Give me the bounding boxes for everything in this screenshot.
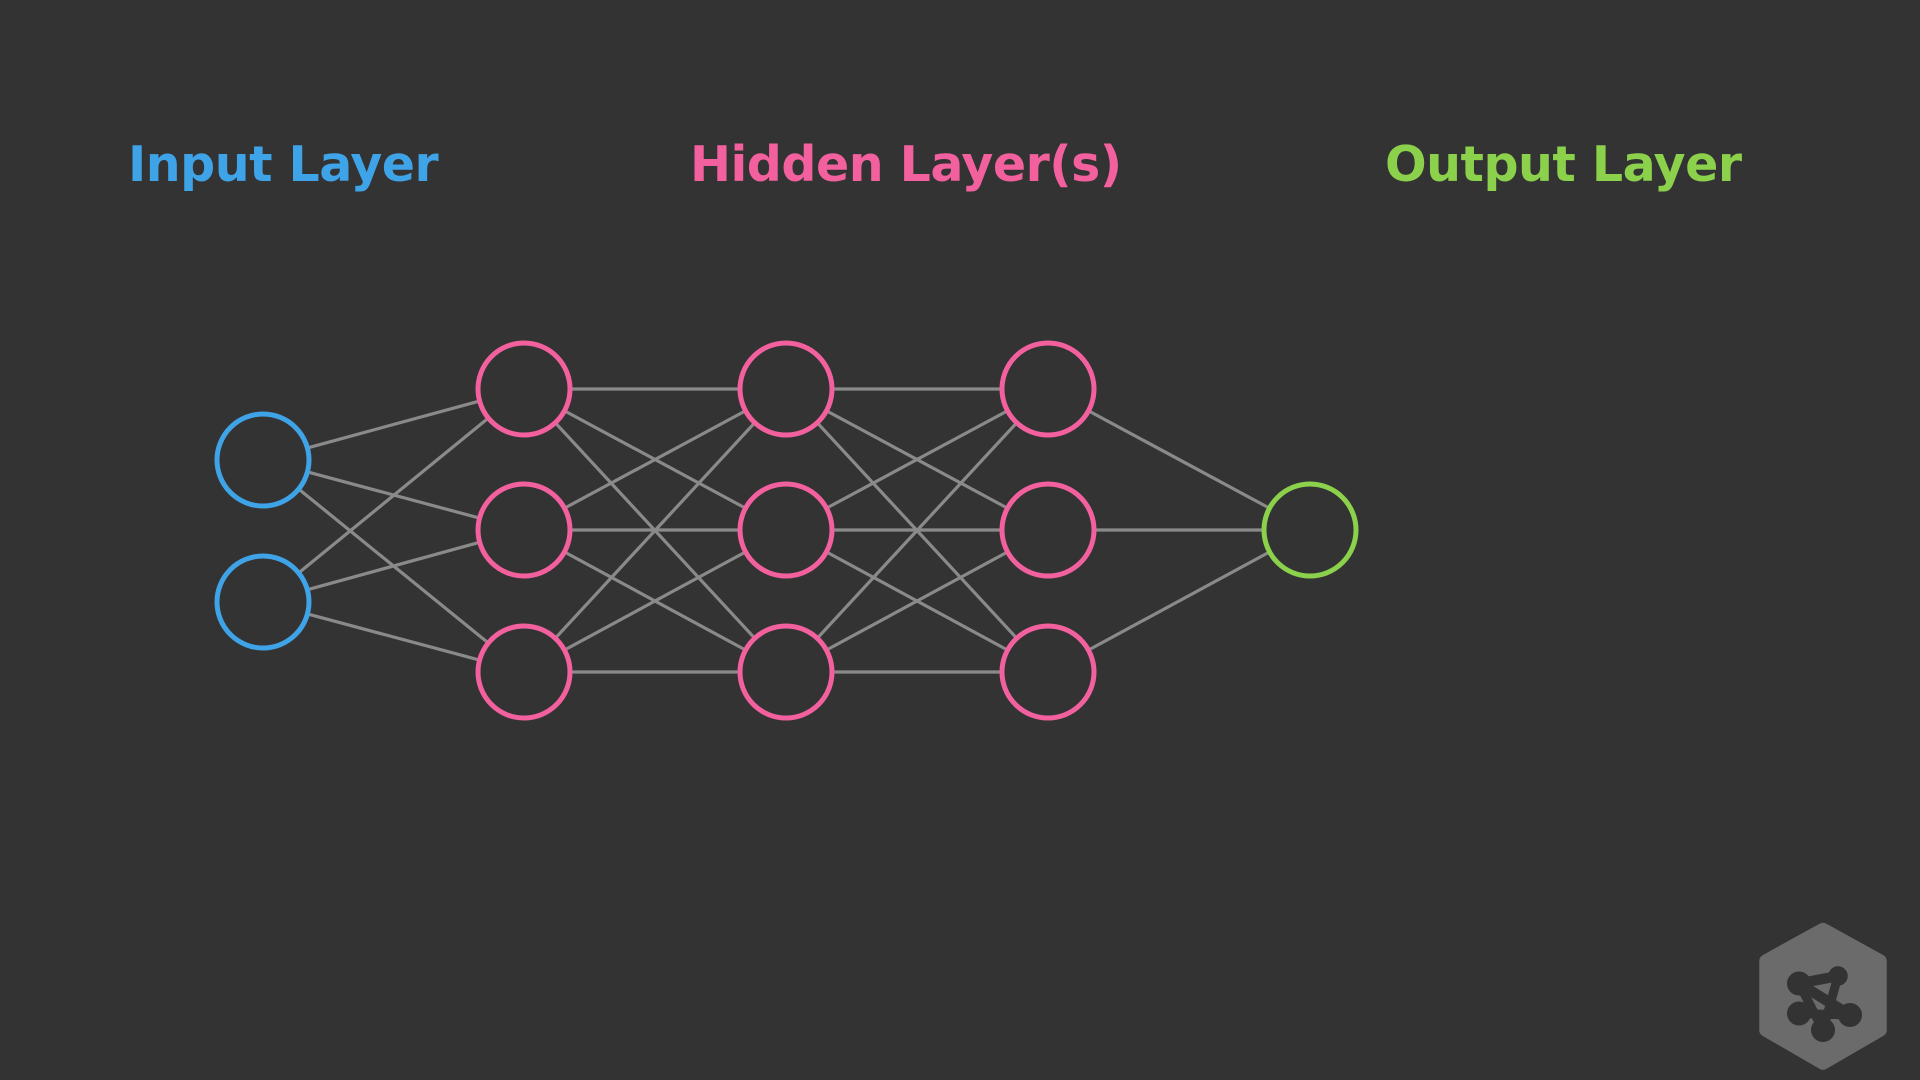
- connections-group: [298, 387, 1269, 674]
- connection-edge: [1089, 551, 1269, 651]
- connection-edge: [308, 400, 479, 449]
- neuron-hidden1-node-3[interactable]: [475, 623, 573, 721]
- connection-edge: [565, 410, 745, 509]
- neuron-hidden2-node-2[interactable]: [737, 481, 835, 579]
- neuron-hidden1-node-1[interactable]: [475, 340, 573, 438]
- connection-edge: [565, 551, 745, 651]
- connection-edge: [827, 551, 1007, 651]
- neuron-hidden3-node-3[interactable]: [999, 623, 1097, 721]
- connection-edge: [298, 418, 489, 573]
- connection-edge: [817, 422, 1017, 639]
- connection-edge: [555, 422, 755, 639]
- connection-edge: [1089, 410, 1269, 509]
- neuron-input-node-1[interactable]: [214, 411, 312, 509]
- connection-edge: [308, 612, 479, 662]
- neurons-group: [214, 340, 1359, 721]
- connection-edge: [308, 541, 479, 591]
- neuron-input-node-2[interactable]: [214, 553, 312, 651]
- neuron-output-node-1[interactable]: [1261, 481, 1359, 579]
- neuron-hidden3-node-1[interactable]: [999, 340, 1097, 438]
- neuron-hidden2-node-1[interactable]: [737, 340, 835, 438]
- neuron-hidden2-node-3[interactable]: [737, 623, 835, 721]
- neuron-hidden3-node-2[interactable]: [999, 481, 1097, 579]
- connection-edge: [827, 410, 1007, 509]
- neuron-hidden1-node-2[interactable]: [475, 481, 573, 579]
